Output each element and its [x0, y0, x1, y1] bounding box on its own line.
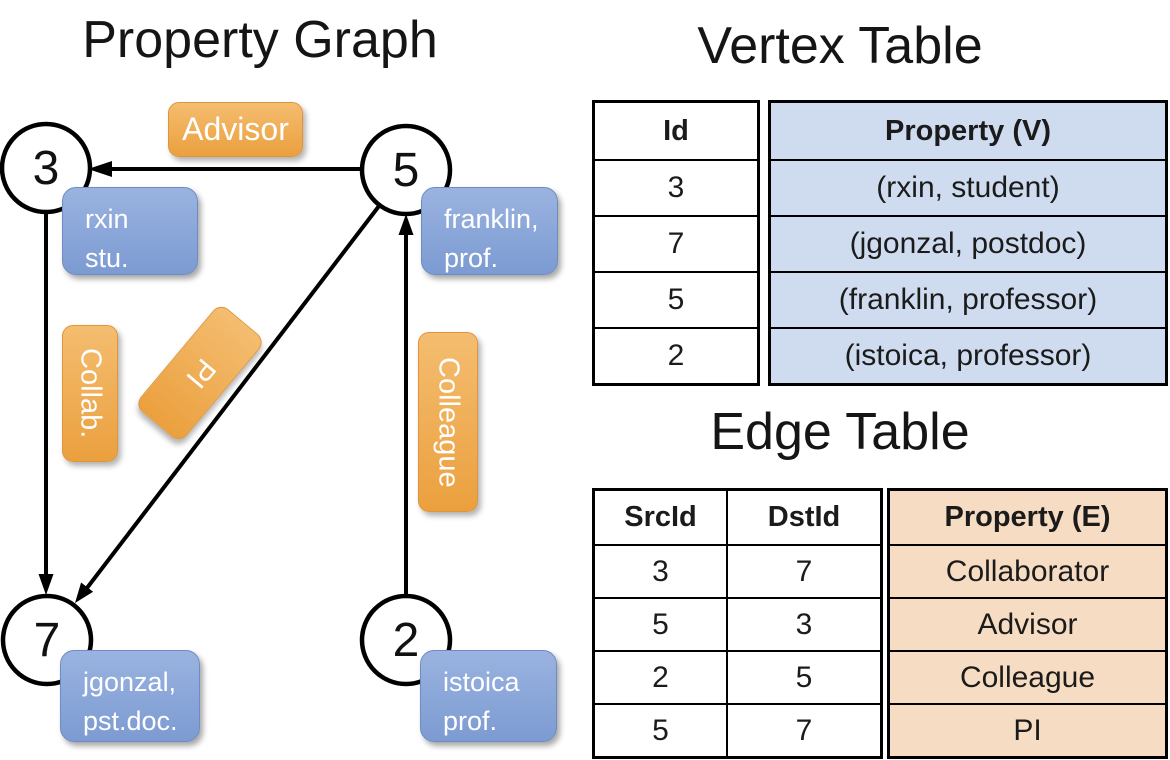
table-cell: Advisor — [890, 597, 1165, 650]
edge-table-property-column: Property (E) Collaborator Advisor Collea… — [887, 488, 1168, 759]
table-cell: (istoica, professor) — [771, 327, 1165, 383]
node-label-2: 2 — [392, 613, 420, 667]
table-cell: Collaborator — [890, 544, 1165, 597]
table-cell: 5 — [652, 713, 669, 747]
vertex-table-property-column: Property (V) (rxin, student) (jgonzal, p… — [768, 100, 1168, 386]
edge-colleague-line — [398, 214, 414, 594]
table-cell: Colleague — [890, 650, 1165, 703]
vertex-property-line: pst.doc. — [83, 706, 178, 737]
vertex-property-line: jgonzal, — [83, 667, 177, 697]
table-cell: (rxin, student) — [771, 159, 1165, 215]
table-cell: 3 — [595, 159, 757, 215]
vertex-property-line: prof. — [444, 243, 499, 274]
vertex-property-box-5: franklin, prof. — [421, 187, 558, 275]
edge-table-id-columns: SrcId DstId 3 7 5 3 2 5 5 7 — [592, 488, 883, 759]
edge-pi-line — [75, 204, 381, 603]
table-cell: (franklin, professor) — [771, 271, 1165, 327]
edge-table-header-property: Property (E) — [944, 501, 1111, 533]
table-cell: 7 — [726, 705, 880, 756]
table-cell: PI — [890, 703, 1165, 756]
vertex-property-box-7: jgonzal, pst.doc. — [60, 650, 200, 742]
edge-label-colleague: Colleague — [418, 332, 478, 512]
vertex-property-line: stu. — [85, 243, 129, 274]
edge-advisor-line — [88, 161, 361, 177]
edge-label-advisor: Advisor — [168, 102, 303, 157]
vertex-property-line: franklin, — [444, 204, 539, 234]
edge-table-header-srcid: SrcId — [624, 501, 697, 533]
edge-collab-line — [38, 214, 54, 595]
table-cell: (jgonzal, postdoc) — [771, 215, 1165, 271]
vertex-table-header-property: Property (V) — [885, 114, 1051, 147]
table-cell: 3 — [652, 554, 669, 588]
table-cell: 3 — [726, 599, 880, 650]
edge-table-header-dstid: DstId — [726, 491, 880, 544]
table-cell: 5 — [595, 271, 757, 327]
vertex-table-title: Vertex Table — [697, 17, 983, 75]
edge-label-collab: Collab. — [62, 325, 118, 462]
table-cell: 5 — [652, 607, 669, 641]
edge-table-title: Edge Table — [710, 403, 970, 461]
table-cell: 7 — [726, 546, 880, 597]
table-cell: 2 — [652, 660, 669, 694]
vertex-property-line: rxin — [85, 204, 129, 234]
table-cell: 5 — [726, 652, 880, 703]
node-label-7: 7 — [33, 613, 61, 667]
node-label-3: 3 — [32, 141, 60, 195]
node-label-5: 5 — [392, 143, 420, 197]
vertex-property-box-2: istoica prof. — [420, 650, 557, 742]
vertex-property-line: prof. — [443, 706, 498, 737]
table-cell: 7 — [595, 215, 757, 271]
vertex-table-header-id: Id — [663, 114, 689, 147]
table-cell: 2 — [595, 327, 757, 383]
vertex-table-id-column: Id 3 7 5 2 — [592, 100, 760, 386]
vertex-property-line: istoica — [443, 667, 520, 697]
property-graph-title: Property Graph — [82, 11, 438, 69]
vertex-property-box-3: rxin stu. — [62, 187, 198, 275]
